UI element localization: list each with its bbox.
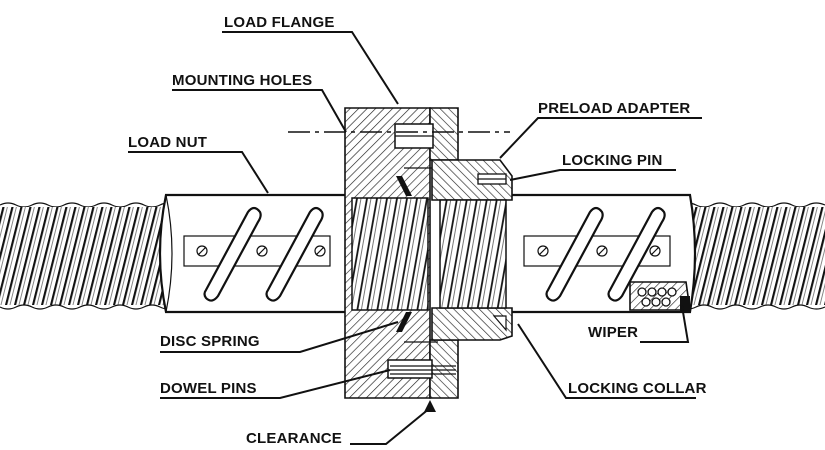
clearance-arrow-icon bbox=[424, 400, 436, 412]
load-nut-right bbox=[503, 193, 697, 314]
leader-mounting-holes bbox=[172, 89, 347, 133]
label-load-flange: LOAD FLANGE bbox=[224, 14, 335, 31]
leader-clearance bbox=[350, 407, 431, 445]
leader-locking-pin bbox=[509, 169, 676, 181]
label-clearance: CLEARANCE bbox=[246, 430, 342, 447]
label-wiper: WIPER bbox=[588, 324, 638, 341]
label-load-nut: LOAD NUT bbox=[128, 134, 207, 151]
label-preload-adapter: PRELOAD ADAPTER bbox=[538, 100, 690, 117]
leader-disc-spring bbox=[160, 321, 399, 353]
preload-adapter bbox=[431, 159, 513, 341]
label-disc-spring: DISC SPRING bbox=[160, 333, 260, 350]
leader-wiper bbox=[640, 305, 690, 343]
label-locking-pin: LOCKING PIN bbox=[562, 152, 663, 169]
label-dowel-pins: DOWEL PINS bbox=[160, 380, 257, 397]
label-locking-collar: LOCKING COLLAR bbox=[568, 380, 707, 397]
label-mounting-holes: MOUNTING HOLES bbox=[172, 72, 312, 89]
load-nut-left bbox=[158, 193, 352, 314]
leader-preload-adapter bbox=[499, 117, 702, 159]
leader-load-nut bbox=[128, 151, 269, 194]
leader-lines bbox=[128, 31, 702, 445]
screw-shaft-left bbox=[0, 202, 176, 310]
load-flange bbox=[344, 107, 459, 399]
leader-dowel-pins bbox=[160, 369, 391, 399]
leader-locking-collar bbox=[517, 323, 696, 399]
screw-shaft-right bbox=[679, 202, 825, 310]
leader-load-flange bbox=[222, 31, 399, 105]
